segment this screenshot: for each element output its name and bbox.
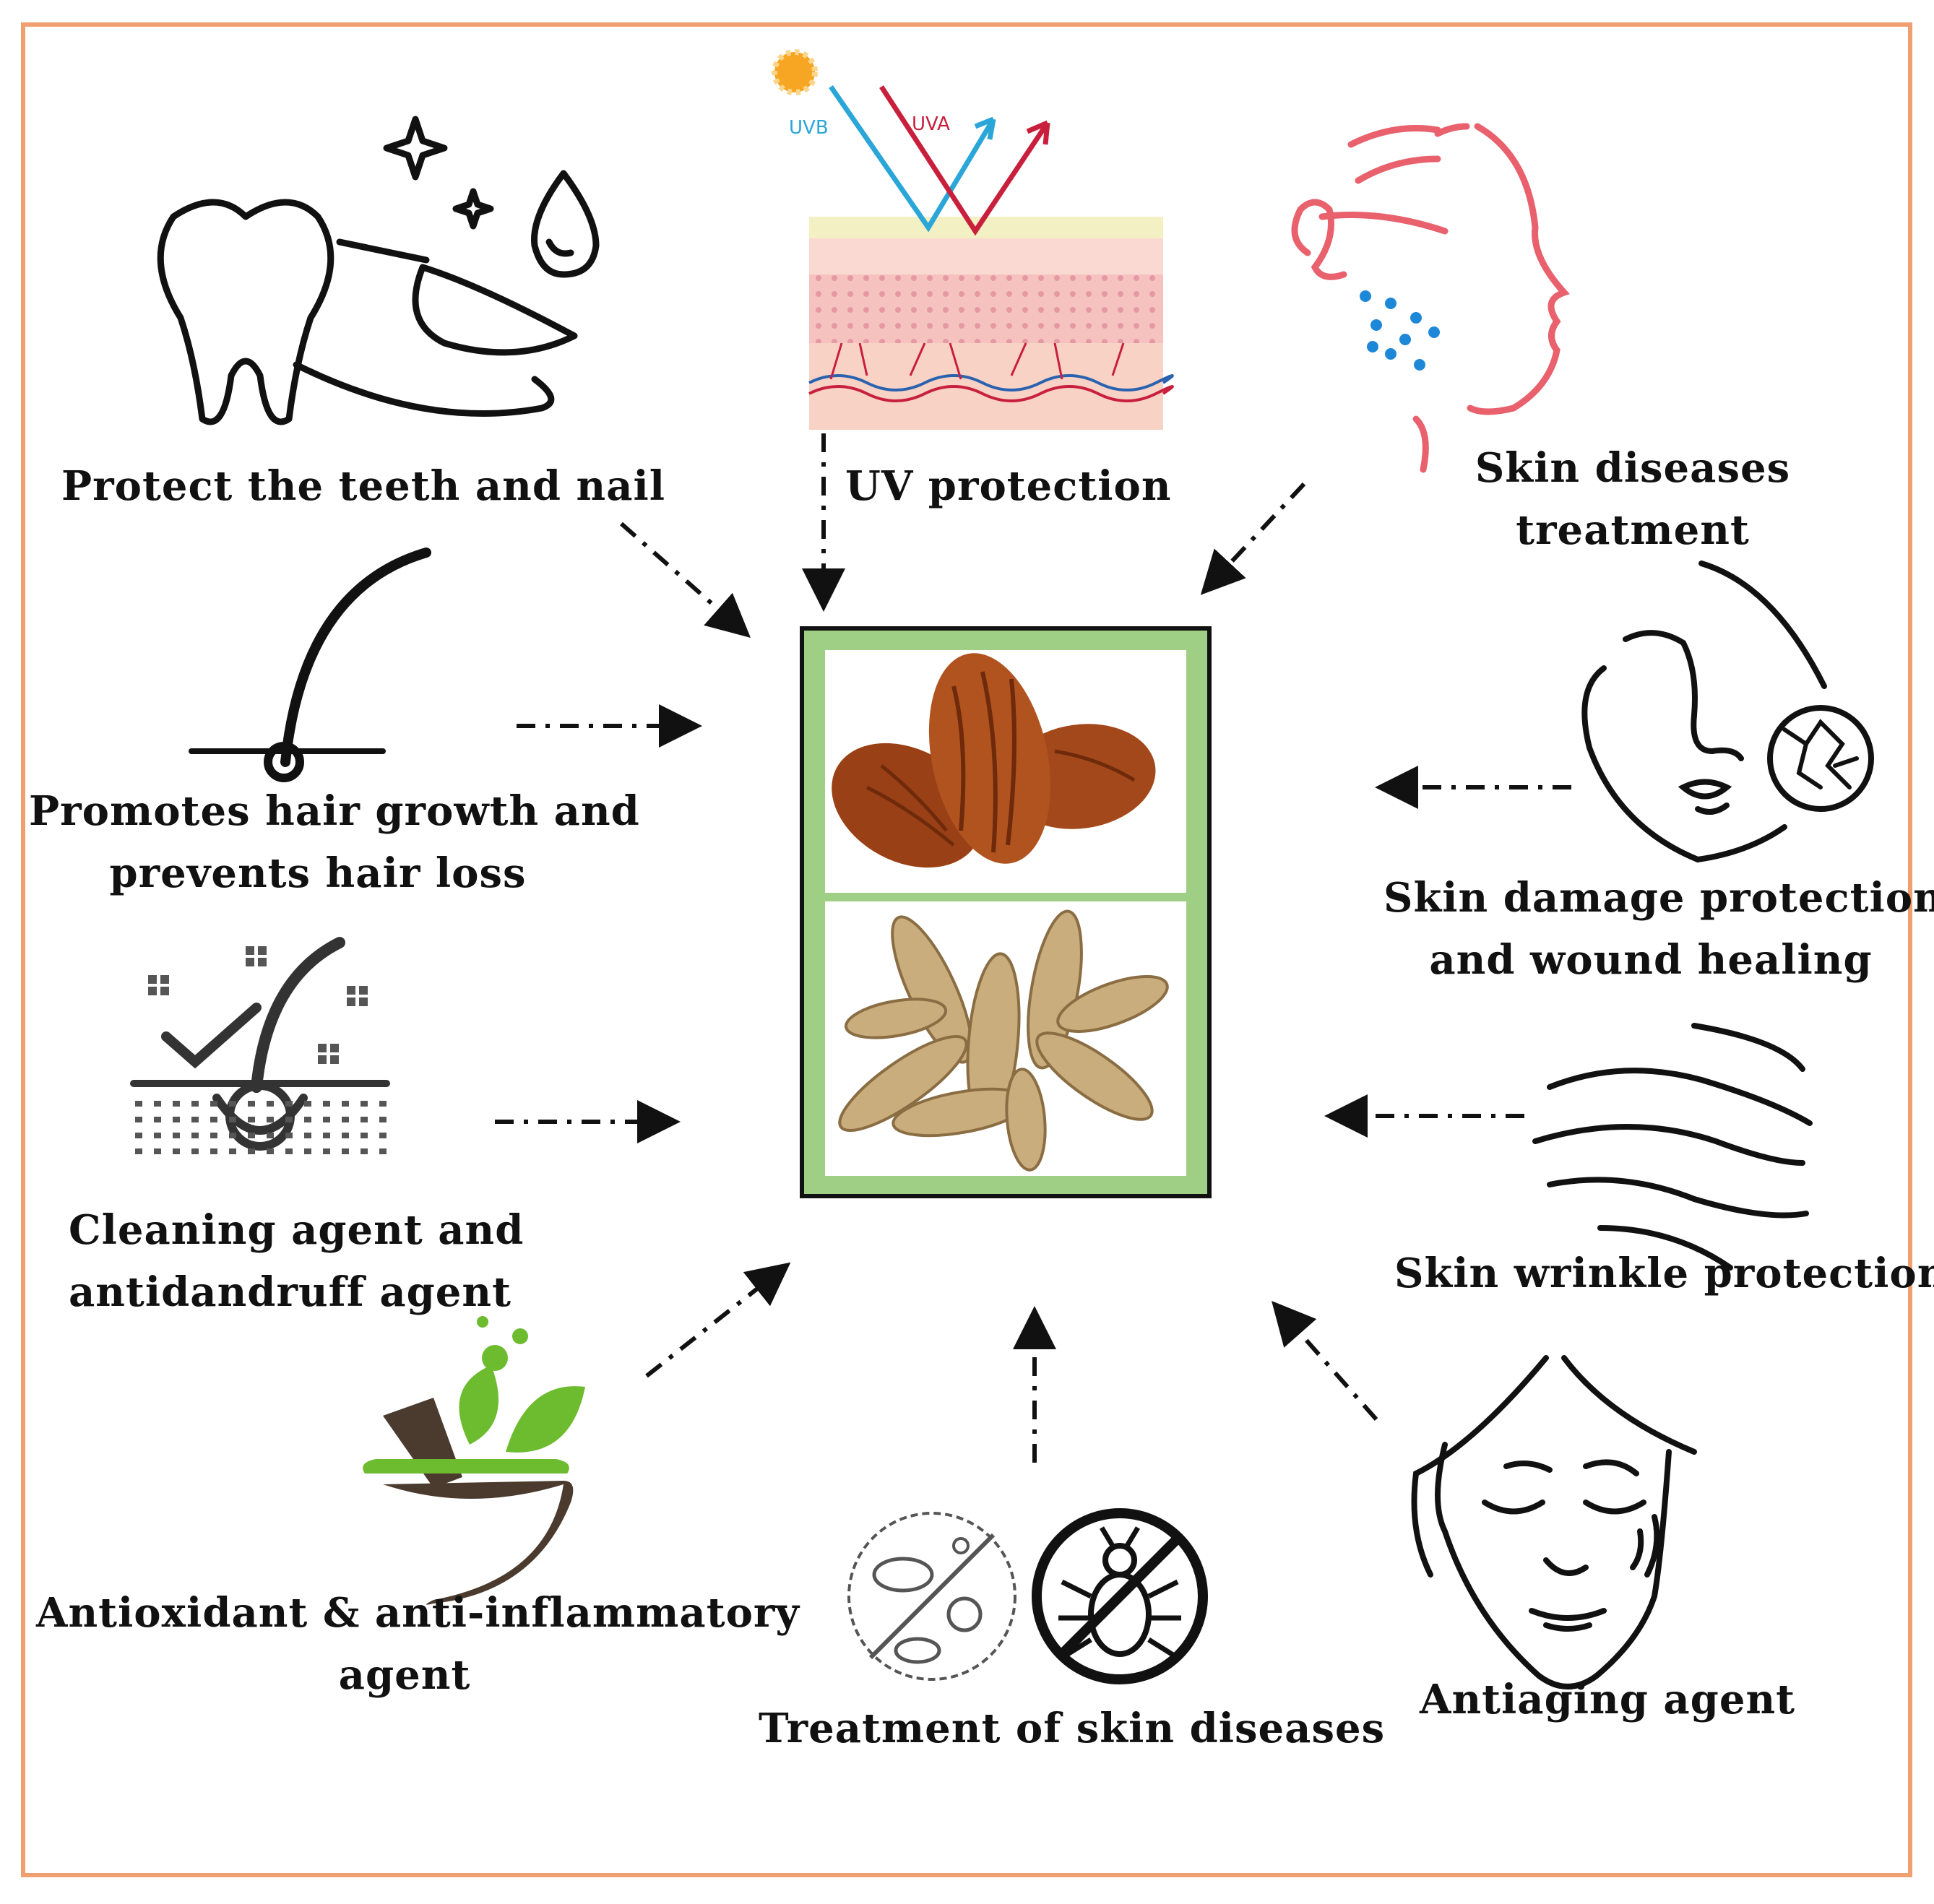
uvb-label: UVB (789, 117, 829, 139)
label-uv-protection: UV protection (845, 462, 1172, 510)
label-skin-diseases-top: Skin diseases treatment (1475, 444, 1791, 554)
label-antiaging: Antiaging agent (1420, 1676, 1796, 1723)
cracked-skin-face-icon (1581, 561, 1874, 863)
label-hair-growth: Promotes hair growth and prevents hair l… (29, 787, 640, 897)
uvb-ray (829, 85, 996, 233)
herbal-mortar-icon (363, 1316, 585, 1605)
hair-follicle-icon (189, 548, 431, 782)
outer-frame (21, 22, 1912, 1877)
skin-uv-layers-icon: UVB UVA (772, 49, 1174, 430)
arrow-antioxidant (645, 1262, 791, 1378)
uva-ray (879, 85, 1050, 236)
arrow-antiaging (1272, 1301, 1378, 1421)
soil-dots (134, 1098, 387, 1156)
label-teeth-nail: Protect the teeth and nail (61, 462, 666, 510)
acne-dots (1360, 290, 1440, 371)
label-skin-damage: Skin damage protection and wound healing (1383, 874, 1934, 984)
uva-label: UVA (912, 113, 950, 135)
arrow-teeth-nail (620, 522, 751, 638)
label-cleaning: Cleaning agent and antidandruff agent (69, 1206, 524, 1316)
date-seed-icon (838, 909, 1169, 1172)
tooth-lips-icon (157, 116, 600, 425)
aging-face-icon (1411, 1355, 1697, 1689)
sun-icon (772, 49, 818, 95)
centre-date-box (800, 626, 1212, 1198)
wrinkle-lines-icon (1532, 1023, 1813, 1271)
label-skin-diseases-bottom: Treatment of skin diseases (759, 1705, 1386, 1752)
date-fruit-icon (832, 653, 1156, 868)
arrow-skin-diseases-top (1200, 482, 1306, 595)
no-bacteria-no-mite-icon (847, 1508, 1208, 1684)
arrows (495, 433, 1571, 1463)
label-wrinkle: Skin wrinkle protection (1394, 1250, 1934, 1297)
face-profile-icon (1291, 123, 1570, 473)
label-antioxidant: Antioxidant & anti-inflammatory agent (36, 1589, 800, 1699)
sparkle-dots (148, 946, 368, 1064)
